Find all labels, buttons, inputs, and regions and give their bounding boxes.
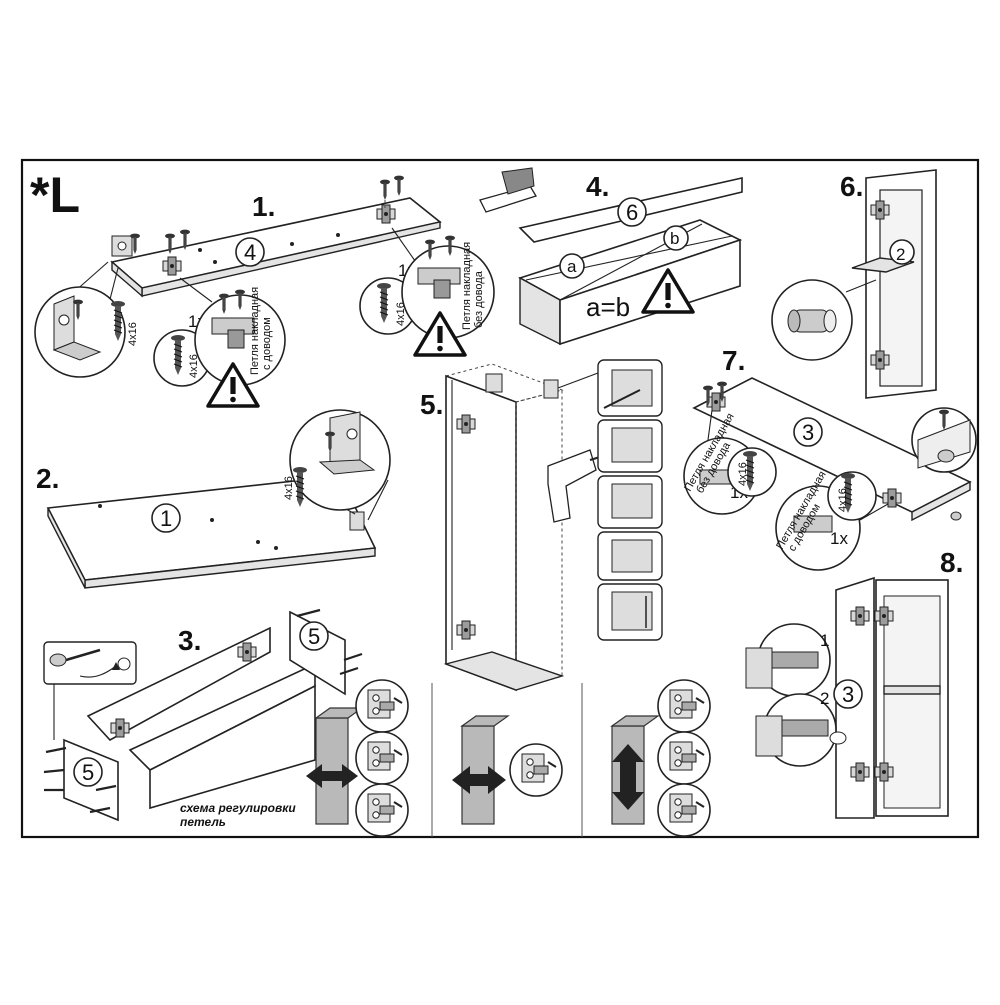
corner-bracket-icon [349, 511, 365, 531]
hinge-step-1: 1 [820, 631, 829, 650]
hinge-note-line1: Петля накладная [249, 287, 261, 375]
svg-text:4x16: 4x16 [837, 488, 849, 512]
step-4-number: 4. [586, 171, 609, 202]
step-8: 8. 1 2 3 [745, 547, 963, 819]
step-3: 3. 5 5 схема регулировки петель [43, 608, 409, 837]
hinge-adjust-callout-2 [355, 731, 409, 785]
part-number-4: 4 [244, 240, 256, 265]
adjust-caption-line2: петель [180, 815, 226, 829]
dowel-icon [49, 648, 101, 667]
hinge-mount-callout: 1 2 [745, 623, 847, 767]
sheet-border [20, 158, 980, 839]
part-number-5: 5 [308, 624, 320, 649]
hinge-adjust-callout-7 [657, 783, 711, 837]
adjust-height [610, 679, 711, 837]
step-5: 5. [420, 359, 663, 692]
corner-bracket-icon [111, 235, 133, 257]
dowel-icon [787, 309, 837, 333]
double-arrow-vertical-icon [612, 744, 644, 810]
svg-text:4x16: 4x16 [188, 354, 200, 378]
dowel-detail [43, 641, 137, 685]
dim-a-label: a [567, 257, 577, 276]
svg-text:4x16: 4x16 [395, 302, 407, 326]
part-number-5-b: 5 [82, 760, 94, 785]
part-number-1: 1 [160, 506, 172, 531]
hinge-adjust-callout-4 [509, 743, 563, 797]
variant-label: *L [30, 167, 80, 223]
step-7-number: 7. [722, 345, 745, 376]
hinge-adjust-callout-3 [355, 783, 409, 837]
step-1-number: 1. [252, 191, 275, 222]
step-3-top-panel [86, 626, 271, 742]
equation-label: a=b [586, 292, 630, 322]
step-6: 6. 2 [771, 169, 937, 399]
step-5-number: 5. [420, 389, 443, 420]
step-1: 1. 4 4x16 1x 4x16 [34, 175, 495, 408]
screw-size-label: 4x16 [127, 322, 139, 346]
step-2-number: 2. [36, 463, 59, 494]
part-number-6: 6 [626, 200, 638, 225]
part-badge-4 [235, 237, 265, 267]
adjust-depth [452, 715, 563, 825]
svg-text:1x: 1x [830, 529, 848, 548]
dim-b-label: b [670, 229, 679, 248]
hammer-icon [479, 167, 537, 213]
step-7: 7. 3 Петля накладная без довода 1x 4x16 … [682, 345, 977, 571]
step-4: 4. 6 a b a=b [479, 167, 743, 346]
part-number-3-door: 3 [842, 682, 854, 707]
step-3-number: 3. [178, 625, 201, 656]
svg-text:Петля накладная: Петля накладная [461, 242, 473, 330]
part-number-3: 3 [802, 420, 814, 445]
part-badge-1 [151, 503, 181, 533]
hinge-adjust-callout-1 [355, 679, 409, 733]
step-8-number: 8. [940, 547, 963, 578]
hinge-adjust-callout-5 [657, 679, 711, 733]
step-6-number: 6. [840, 171, 863, 202]
hinge-adjust-callout-6 [657, 731, 711, 785]
hinge-note-line2: с доводом [261, 317, 273, 370]
step-2: 2. 1 4x16 [36, 409, 391, 589]
svg-text:4x16: 4x16 [737, 462, 749, 486]
part-number-2: 2 [896, 245, 905, 264]
svg-text:4x16: 4x16 [283, 476, 295, 500]
double-arrow-horizontal-icon [306, 764, 358, 788]
double-arrow-horizontal-icon [452, 766, 506, 794]
adjust-caption-line1: схема регулировки [180, 801, 296, 815]
hinge-note-alt: без довода [473, 270, 485, 328]
hinge-step-2: 2 [820, 689, 829, 708]
